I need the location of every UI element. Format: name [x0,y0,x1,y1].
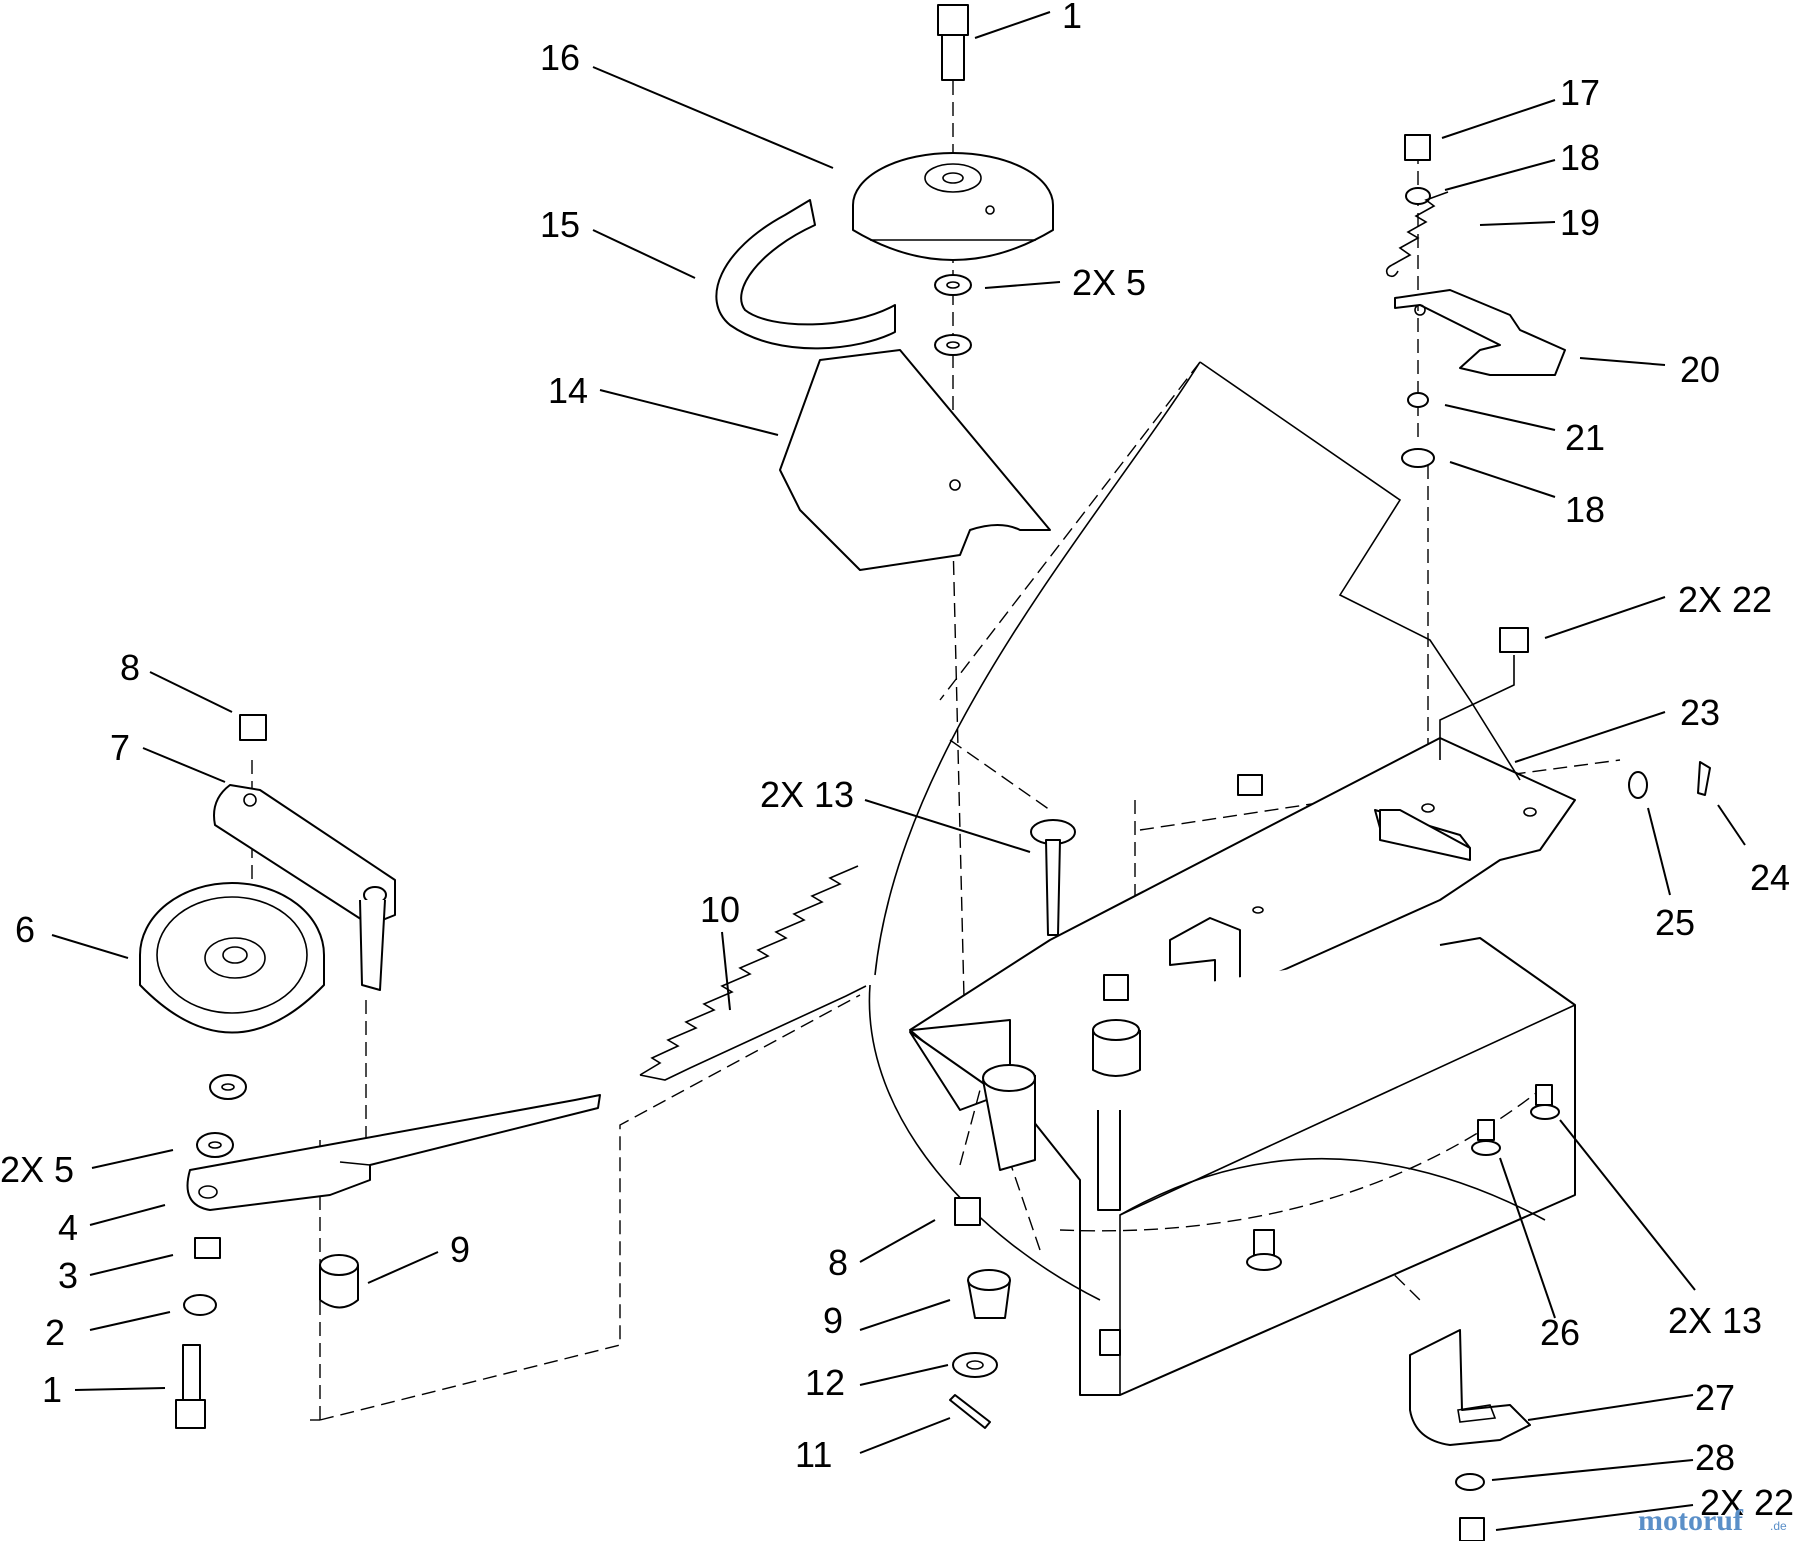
callout-4: 4 [58,1207,78,1248]
washer-28 [1455,1473,1485,1491]
callout-24: 24 [1750,857,1790,898]
callout-1-left: 1 [42,1369,62,1410]
bushing-9-center [967,1269,1011,1319]
arm-4 [186,1094,601,1211]
spring-10 [639,865,867,1081]
callout-8-center: 8 [828,1242,848,1283]
callout-10: 10 [700,889,740,930]
callout-9-left: 9 [450,1229,470,1270]
callout-2: 2 [45,1312,65,1353]
callout-18-lower: 18 [1565,489,1605,530]
bolt-1-left [175,1344,206,1429]
spacer-center [1092,1019,1141,1077]
callout-2x13-center: 2X 13 [760,774,854,815]
pulley-16 [852,152,1054,261]
callout-12: 12 [805,1362,845,1403]
bushing-9-left [319,1254,359,1309]
pulley-6 [139,882,325,1034]
callout-2x22-top: 2X 22 [1678,579,1772,620]
bolt-13-right [1530,1084,1560,1120]
watermark-sub: .de [1770,1519,1787,1533]
nut-8-center [954,1197,981,1226]
bolt-1-top [937,4,969,81]
washer-25 [1628,771,1648,799]
bracket-20 [1394,289,1566,376]
nut-22-top [1439,627,1529,760]
callout-16: 16 [540,37,580,78]
callout-1-top: 1 [1062,0,1082,36]
idler-arm-7 [213,784,396,991]
nut-8-left [239,714,267,741]
callout-2x5-top: 2X 5 [1072,262,1146,303]
washer-12 [952,1352,998,1378]
callout-14: 14 [548,370,588,411]
shroud [868,361,1541,1301]
watermark-main: motoruf [1638,1504,1744,1537]
spacer-3 [194,1237,221,1259]
callout-27: 27 [1695,1377,1735,1418]
nut-center [1103,974,1129,1001]
watermark-logo: motoruf .de [1638,1504,1787,1537]
callout-6: 6 [15,909,35,950]
callout-26: 26 [1540,1312,1580,1353]
nut-22-mid [1237,774,1263,796]
callout-2x5-left: 2X 5 [0,1149,74,1190]
washer-5-left [196,1074,247,1158]
washer-21 [1407,392,1429,408]
bolt-lower-center [1246,1229,1282,1271]
callout-25: 25 [1655,902,1695,943]
washer-18-lower [1401,448,1435,468]
washer-18-top [1405,187,1431,205]
pivot-tube [982,1064,1036,1171]
washer-2 [183,1294,217,1316]
callout-15: 15 [540,204,580,245]
callout-21: 21 [1565,417,1605,458]
cotter-pin-11 [949,1394,991,1429]
callout-7: 7 [110,727,130,768]
nut-22-bottom [1459,1517,1485,1541]
leader-lines [51,11,1746,1531]
callout-18-top: 18 [1560,137,1600,178]
callout-17: 17 [1560,72,1600,113]
bolt-13-left [1030,819,1076,936]
washer-5-top [934,274,972,356]
bracket-27 [1409,1329,1531,1446]
callout-2x13-right: 2X 13 [1668,1300,1762,1341]
callout-2x22-bottom: 2X 22 [1700,1482,1794,1523]
callout-23: 23 [1680,692,1720,733]
callout-20: 20 [1680,349,1720,390]
callout-3: 3 [58,1255,78,1296]
bolt-26 [1471,1119,1501,1156]
spring-19 [1385,191,1449,278]
callout-28: 28 [1695,1437,1735,1478]
callout-11: 11 [795,1434,832,1475]
idler-bracket-14 [779,349,1051,571]
callout-9-center: 9 [823,1300,843,1341]
callout-19: 19 [1560,202,1600,243]
nut-17 [1404,134,1431,161]
callout-8-left: 8 [120,647,140,688]
belt-guide-15 [715,199,896,350]
pivot-shaft [1097,1110,1121,1356]
cotter-pin-24 [1697,761,1711,796]
